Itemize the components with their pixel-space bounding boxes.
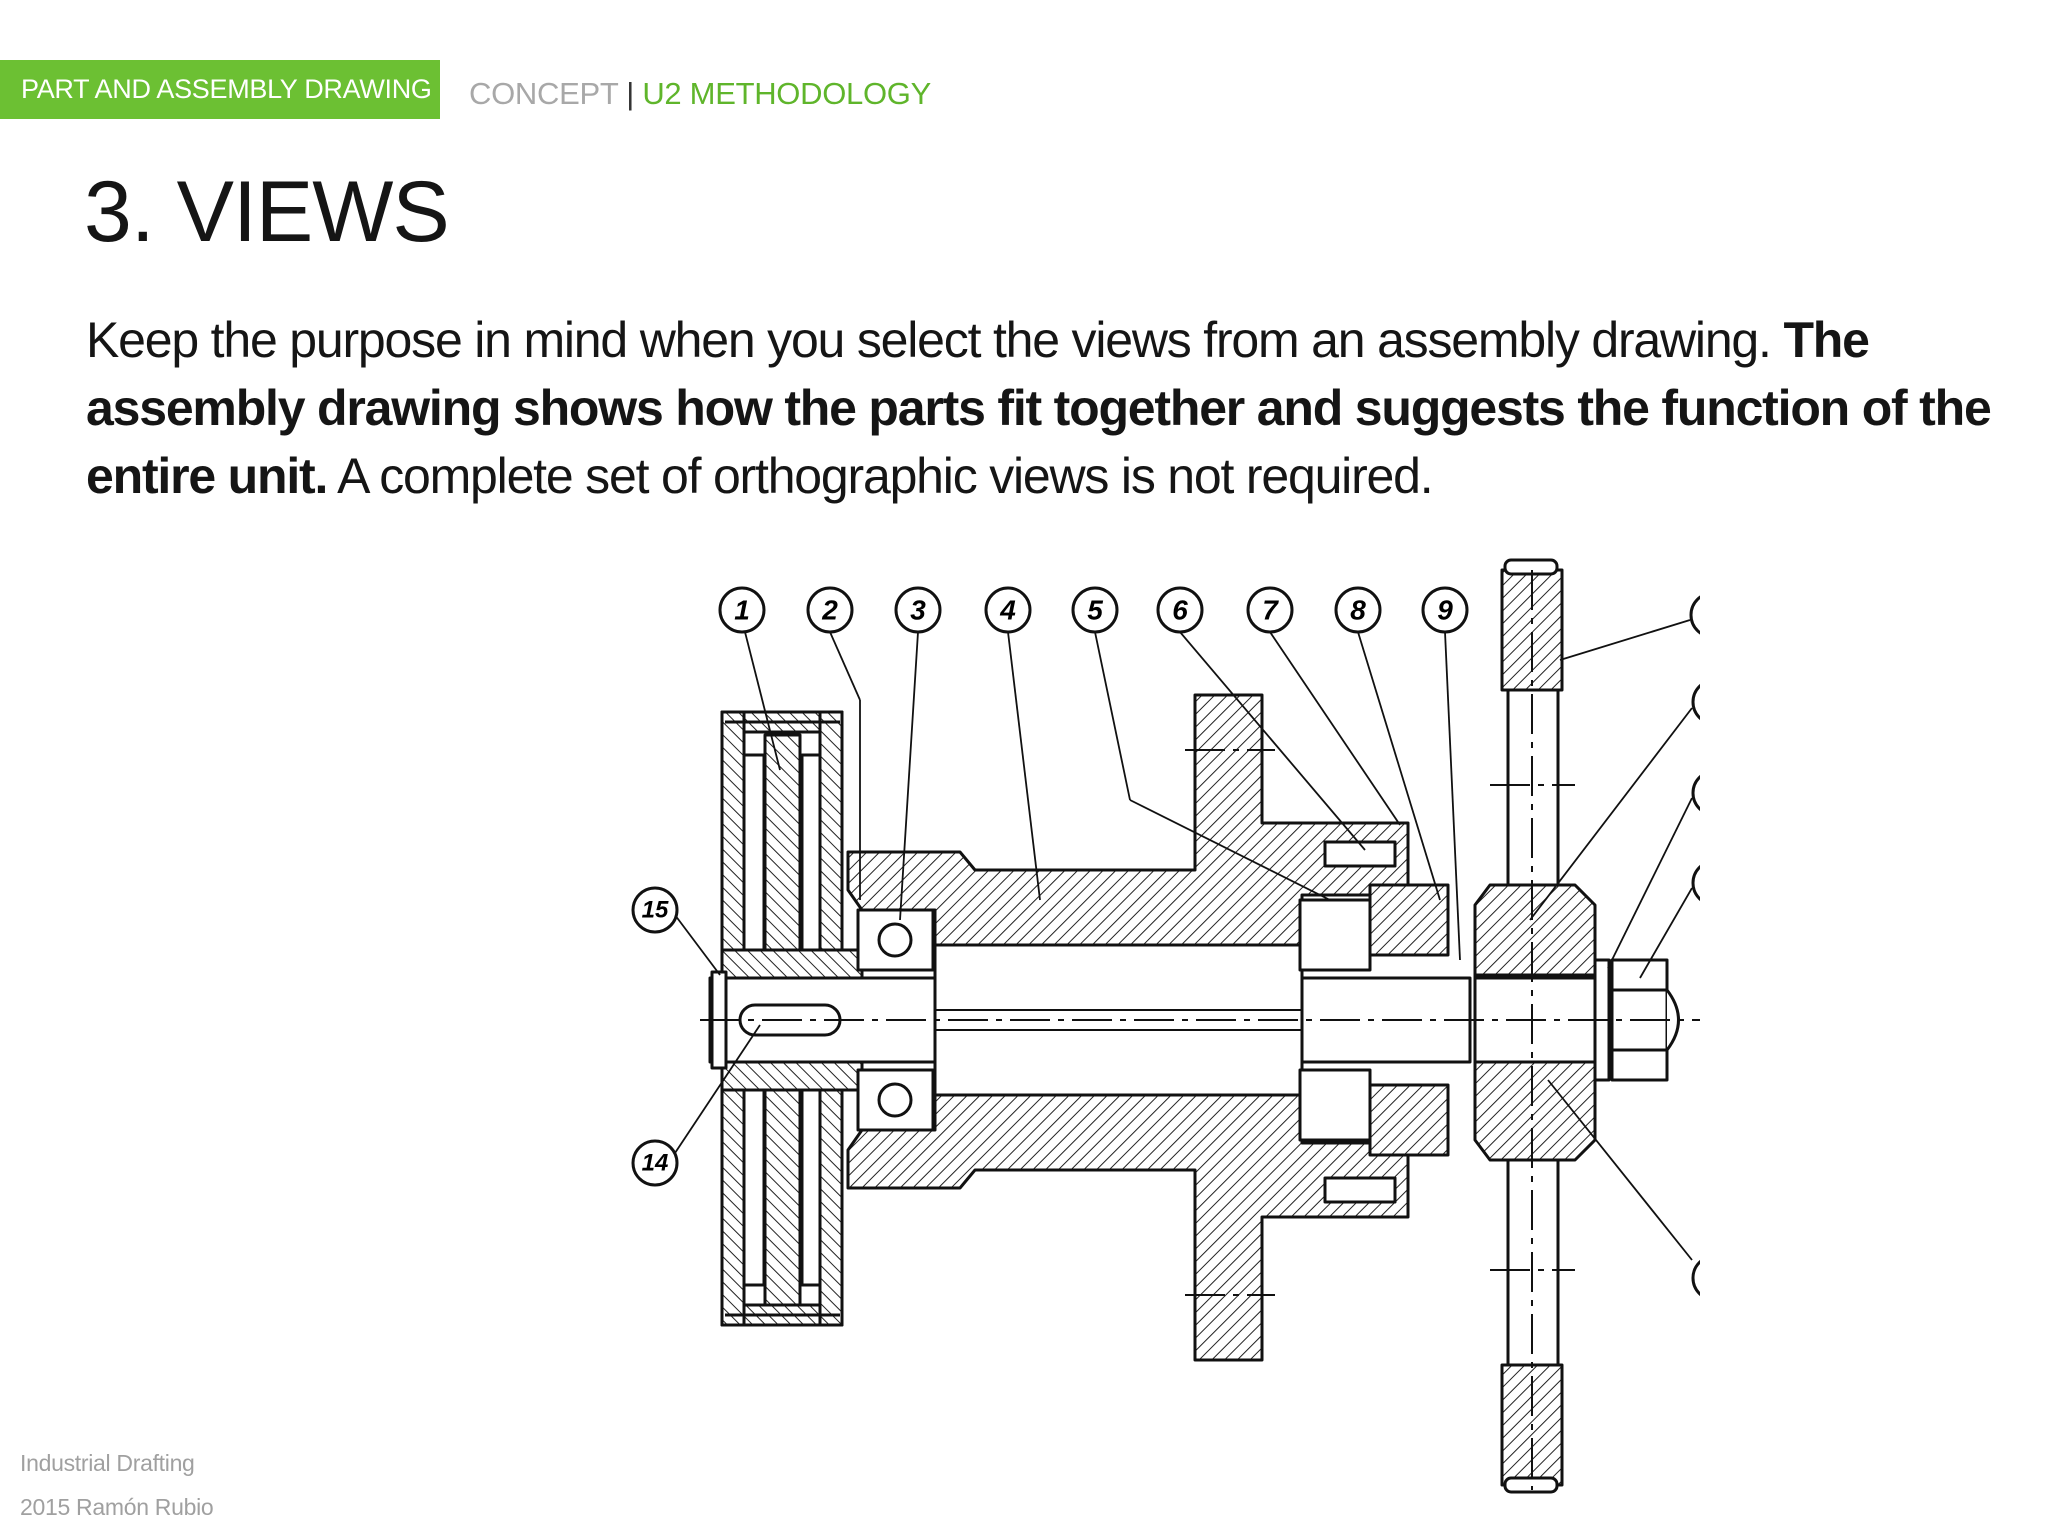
balloon-label-3: 3 bbox=[910, 595, 926, 626]
body-sentence-1: Keep the purpose in mind when you select… bbox=[86, 312, 1772, 368]
bearing-left bbox=[856, 908, 935, 1132]
balloon-1: 1 bbox=[718, 586, 766, 634]
body-bold-sentence: The assembly drawing shows how the parts… bbox=[86, 312, 1992, 504]
balloon-14: 14 bbox=[631, 1139, 679, 1187]
balloon-2: 2 bbox=[806, 586, 854, 634]
balloon-label-8: 8 bbox=[1350, 595, 1366, 626]
leader-lines bbox=[674, 619, 1693, 1261]
breadcrumb-separator: | bbox=[626, 76, 634, 111]
seal-cap bbox=[1368, 883, 1450, 1157]
balloon-5: 5 bbox=[1071, 586, 1119, 634]
body-paragraph: Keep the purpose in mind when you select… bbox=[86, 306, 2006, 510]
assembly-drawing: 1 2 3 4 5 6 7 8 9 10 11 12 13 14 15 16 bbox=[631, 558, 1700, 1494]
sprocket bbox=[1473, 558, 1597, 1494]
body-sentence-3: A complete set of orthographic views is … bbox=[337, 448, 1434, 504]
balloon-9: 9 bbox=[1421, 586, 1469, 634]
balloon-7: 7 bbox=[1246, 586, 1294, 634]
balloon-15: 15 bbox=[631, 886, 679, 934]
balloon-label-15: 15 bbox=[642, 897, 669, 924]
balloon-13: 13 bbox=[1691, 864, 1700, 902]
balloon-11: 11 bbox=[1691, 683, 1700, 721]
balloon-8: 8 bbox=[1334, 586, 1382, 634]
balloon-label-9: 9 bbox=[1437, 595, 1453, 626]
balloon-6: 6 bbox=[1156, 586, 1204, 634]
balloon-label-6: 6 bbox=[1172, 595, 1188, 626]
breadcrumb: CONCEPT | U2 METHODOLOGY bbox=[469, 72, 931, 116]
balloon-label-4: 4 bbox=[999, 595, 1016, 626]
page-title: 3. VIEWS bbox=[84, 164, 450, 260]
footer-credit: 2015 Ramón Rubio bbox=[20, 1494, 214, 1520]
balloon-16: 16 bbox=[1691, 1259, 1700, 1297]
balloon-label-2: 2 bbox=[821, 595, 838, 626]
balloon-4: 4 bbox=[984, 586, 1032, 634]
breadcrumb-concept[interactable]: CONCEPT bbox=[469, 76, 618, 111]
section-tag: PART AND ASSEMBLY DRAWING bbox=[0, 60, 440, 119]
footer-course: Industrial Drafting bbox=[20, 1450, 195, 1476]
balloon-label-7: 7 bbox=[1262, 595, 1279, 626]
balloon-12: 12 bbox=[1691, 774, 1700, 812]
housing bbox=[846, 693, 1410, 1362]
bolts bbox=[1323, 840, 1397, 1204]
balloon-label-1: 1 bbox=[734, 595, 750, 626]
balloon-label-14: 14 bbox=[642, 1150, 669, 1177]
balloon-3: 3 bbox=[894, 586, 942, 634]
center-lines bbox=[700, 570, 1700, 1490]
breadcrumb-current[interactable]: U2 METHODOLOGY bbox=[642, 76, 931, 111]
balloons: 1 2 3 4 5 6 7 8 9 10 11 12 13 14 15 16 bbox=[631, 586, 1700, 1297]
balloon-10: 10 bbox=[1689, 595, 1700, 635]
balloon-label-5: 5 bbox=[1087, 595, 1103, 626]
